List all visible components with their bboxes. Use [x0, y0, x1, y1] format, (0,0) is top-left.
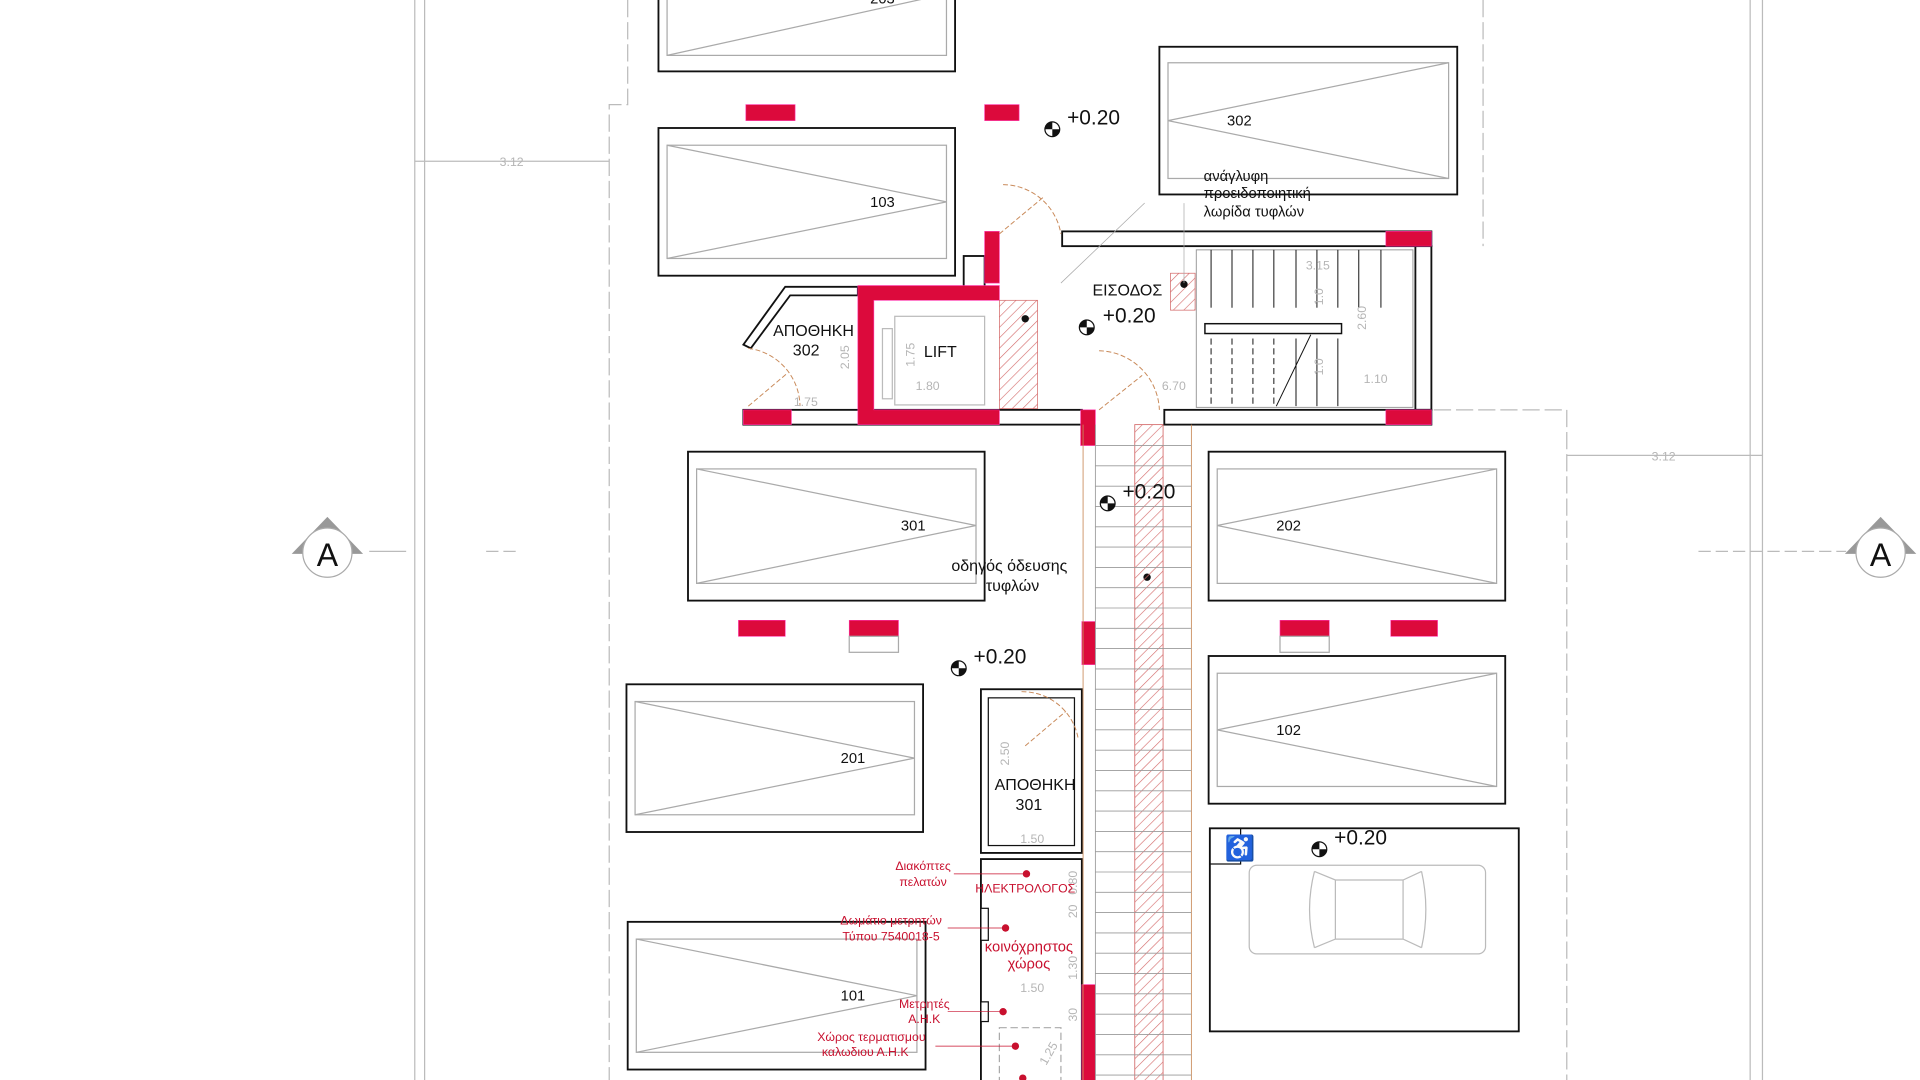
room-electrician: ΗΛΕΚΤΡΟΛΟΓΟΣ	[975, 881, 1075, 895]
red-columns	[738, 104, 1438, 1080]
note-customer-switches: Διακόπτες	[895, 859, 951, 873]
parking-space-103	[657, 127, 957, 277]
parking-label: 103	[870, 195, 895, 211]
corridor-grid	[1095, 445, 1192, 1076]
note-ahk-meters: Μετρητές	[899, 997, 950, 1011]
dim-right-offset: 3.12	[1652, 449, 1676, 463]
dim-stair-landing: 1.10	[1364, 372, 1388, 386]
parking-space-101	[626, 920, 927, 1071]
boundary-lines	[369, 0, 1847, 1080]
note-meter-room: Δωμάτιο μετρητών	[840, 913, 942, 927]
doors	[747, 184, 1160, 747]
blind-guide-corridor	[1082, 424, 1192, 1080]
parking-space-102	[1207, 655, 1507, 805]
note-cable-termination: καλωδιου Α.Η.Κ	[822, 1045, 909, 1059]
wheelchair-icon: ♿	[1225, 834, 1256, 863]
note-tactile-strip: ανάγλυφη	[1204, 169, 1269, 185]
dim-stair-width: 2.60	[1355, 306, 1369, 330]
dim-stair-length: 3.15	[1306, 259, 1330, 273]
room-storage302-number: 302	[793, 343, 820, 360]
parking-label: 301	[901, 518, 926, 534]
parking-space-302	[1158, 45, 1459, 196]
parking-space-301	[687, 450, 986, 602]
svg-text:+0.20: +0.20	[1067, 106, 1120, 129]
tactile-area	[999, 299, 1038, 409]
column-base	[848, 635, 900, 653]
parking-label: 203	[870, 0, 895, 8]
section-marker-left: A	[291, 516, 364, 578]
dim-common-height: 1.30	[1066, 956, 1080, 980]
svg-text:+0.20: +0.20	[1103, 304, 1156, 327]
room-common-space: χώρος	[1008, 957, 1051, 973]
tactile-strip	[1170, 272, 1196, 311]
parking-label: 102	[1276, 723, 1301, 739]
dim-storage301-width: 1.50	[1020, 832, 1044, 846]
electrical-room	[935, 870, 1062, 1080]
column-base	[1279, 635, 1330, 653]
elevation-marker: +0.20	[1099, 480, 1175, 512]
parking-label: 302	[1227, 114, 1252, 130]
parking-space-201	[625, 683, 925, 833]
parking-label: 202	[1276, 518, 1301, 534]
room-storage301-title: ΑΠΟΘΗΚΗ	[995, 777, 1076, 794]
elevation-marker: +0.20	[950, 645, 1027, 677]
dim-common-width: 1.50	[1020, 981, 1044, 995]
note-tactile-strip: προειδοποιητική	[1204, 186, 1311, 202]
dim-storage302-width: 1.75	[794, 395, 818, 409]
room-lift: LIFT	[924, 344, 957, 361]
parking-space-202	[1207, 450, 1507, 602]
room-entrance: ΕΙΣΟΔΟΣ	[1092, 282, 1162, 299]
svg-text:A: A	[1870, 537, 1892, 573]
room-common-space: κοινόχρηστος	[985, 939, 1073, 955]
dim-lift-height: 1.75	[903, 343, 917, 367]
note-tactile-strip: λωρίδα τυφλών	[1204, 205, 1304, 221]
elevation-marker: +0.20	[1044, 106, 1120, 138]
elevation-marker: +0.20	[1078, 304, 1156, 336]
car-outline	[1248, 864, 1487, 955]
parking-label: 201	[841, 751, 866, 767]
note-meter-room: Τύπου 7540018-5	[842, 929, 939, 943]
dim-stair-run: 1.0	[1312, 358, 1326, 375]
section-marker-right: A	[1844, 516, 1917, 578]
dim-cable-room: 1.25	[1037, 1039, 1061, 1067]
dim-entrance-length: 6.70	[1162, 379, 1186, 393]
parking-space-203	[657, 0, 956, 73]
dim-storage302-height: 2.05	[838, 345, 852, 369]
note-guide-path: οδηγός όδευσης	[951, 558, 1067, 575]
accessible-parking-space	[1208, 827, 1520, 1033]
note-customer-switches: πελατών	[899, 875, 946, 889]
dim-left-offset: 3.12	[500, 155, 524, 169]
svg-text:+0.20: +0.20	[1334, 826, 1387, 849]
svg-text:A: A	[317, 537, 339, 573]
dim-meter-gap: 30	[1066, 1008, 1080, 1022]
lift-shaft	[881, 315, 986, 406]
svg-text:+0.20: +0.20	[974, 645, 1027, 668]
dim-elec-gap: 20	[1066, 904, 1080, 918]
staircase	[1195, 249, 1414, 408]
room-storage301-number: 301	[1016, 797, 1043, 814]
parking-label: 101	[841, 989, 866, 1005]
note-ahk-meters: Α.Η.Κ	[908, 1012, 941, 1026]
svg-text:+0.20: +0.20	[1122, 480, 1175, 503]
room-storage302-title: ΑΠΟΘΗΚΗ	[773, 323, 854, 340]
dim-stair-run: 1.0	[1312, 288, 1326, 305]
note-guide-path: τυφλών	[986, 578, 1039, 595]
dim-elec-height: 0.80	[1066, 871, 1080, 895]
note-cable-termination: Χώρος τερματισμου	[817, 1030, 926, 1044]
dim-lift-width: 1.80	[916, 379, 940, 393]
core-walls	[741, 230, 1433, 1080]
elevation-marker: +0.20	[1311, 826, 1387, 858]
dim-storage301-height: 2.50	[998, 741, 1012, 765]
